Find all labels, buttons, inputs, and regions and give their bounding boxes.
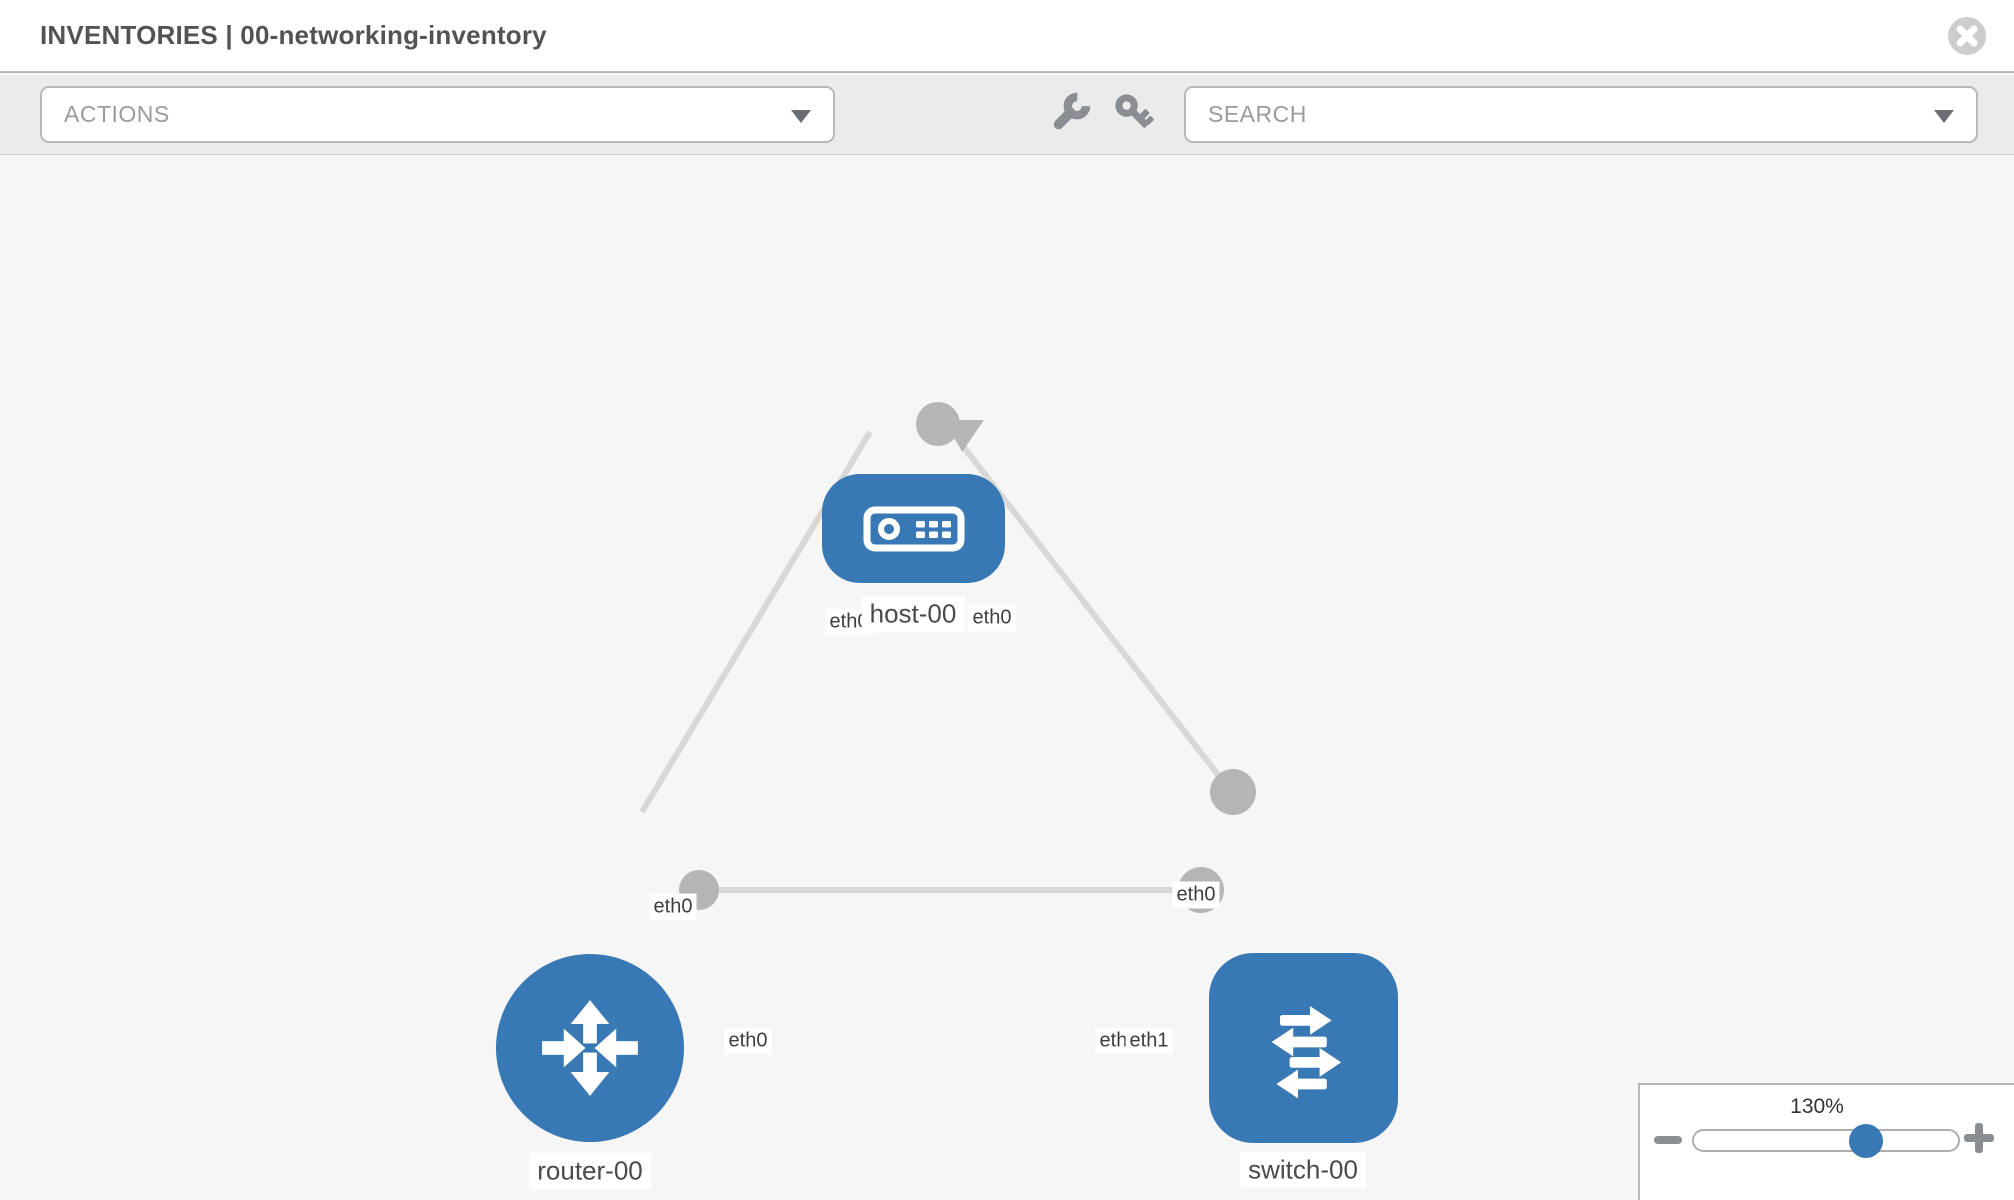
zoom-control-panel: 130%: [1638, 1083, 2014, 1200]
switch-icon: [1271, 1006, 1341, 1099]
host-icon: [863, 506, 964, 551]
interface-label-router-switch-switch-end-eth1: eth1: [1125, 1027, 1173, 1055]
search-placeholder: SEARCH: [1208, 101, 1307, 127]
node-router-00[interactable]: [496, 954, 684, 1142]
zoom-slider-handle[interactable]: [1848, 1123, 1883, 1158]
interface-label-host-switch-host-end: eth0: [968, 604, 1016, 632]
interface-connector-host-right: [946, 420, 984, 452]
interface-label-host-switch-switch-end: eth0: [1172, 881, 1220, 909]
router-icon: [542, 1000, 638, 1096]
header-bar: INVENTORIES | 00-networking-inventory: [0, 0, 2014, 73]
node-switch-00[interactable]: [1209, 953, 1398, 1143]
search-dropdown[interactable]: SEARCH: [1184, 86, 1978, 143]
toolbar: ACTIONS SEARCH: [0, 75, 2014, 155]
node-label-switch-00: switch-00: [1240, 1151, 1366, 1189]
zoom-level-value: 130%: [1790, 1095, 1844, 1118]
interface-label-host-router-router-end: eth0: [649, 893, 697, 921]
zoom-slider[interactable]: [1692, 1123, 1960, 1158]
chevron-down-icon: [791, 109, 811, 123]
close-button[interactable]: [1948, 17, 1986, 55]
page-title: INVENTORIES | 00-networking-inventory: [40, 20, 547, 50]
wrench-icon: [1053, 92, 1091, 130]
node-host-00[interactable]: [822, 474, 1005, 583]
node-label-host-00: host-00: [861, 595, 965, 633]
interface-label-router-switch-router-end: eth0: [724, 1027, 772, 1055]
chevron-down-icon: [1934, 109, 1954, 123]
node-label-router-00: router-00: [529, 1152, 651, 1190]
tools-button[interactable]: [1040, 87, 1096, 143]
zoom-in-icon[interactable]: [1964, 1123, 1994, 1153]
topology-canvas[interactable]: host-00 router-00 switch-00 eth0 eth0 et…: [0, 156, 2014, 1200]
interface-connector-host-left: [916, 402, 960, 446]
close-icon: [1956, 25, 1978, 47]
interface-connector-switch-top: [1210, 769, 1256, 815]
credentials-button[interactable]: [1108, 87, 1164, 143]
actions-dropdown[interactable]: ACTIONS: [40, 86, 835, 143]
key-icon: [1115, 94, 1154, 128]
zoom-out-icon[interactable]: [1654, 1136, 1682, 1144]
actions-dropdown-label: ACTIONS: [64, 101, 170, 127]
